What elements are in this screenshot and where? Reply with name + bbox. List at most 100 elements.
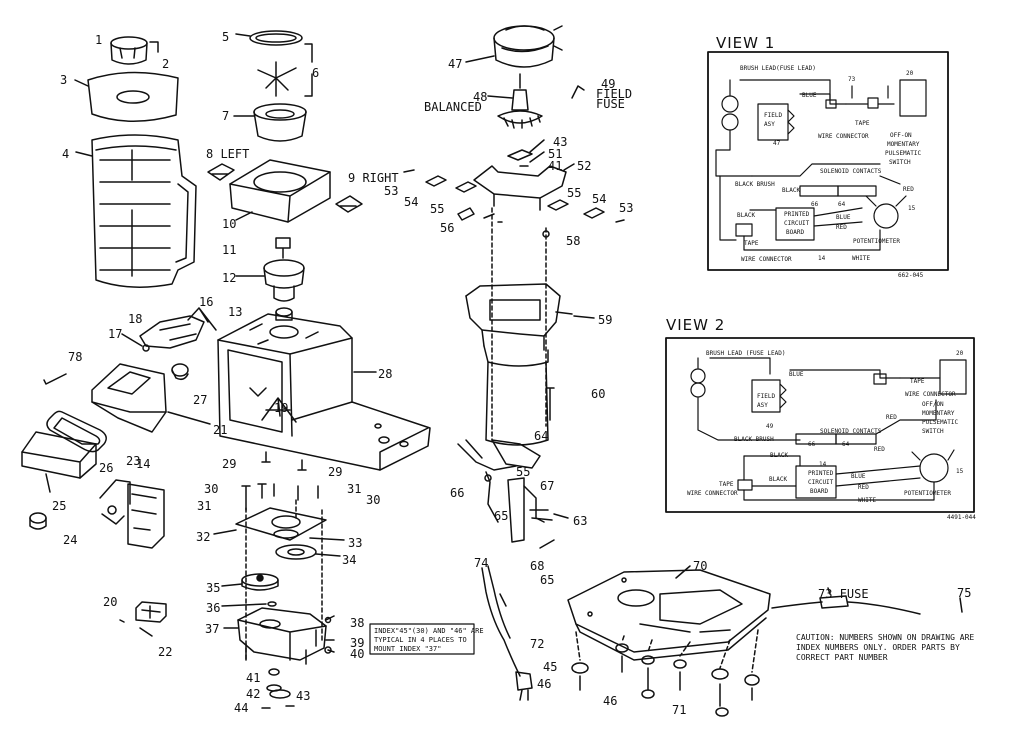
part-14-pcb — [99, 479, 165, 549]
schematic-label: BOARD — [810, 488, 829, 495]
note-box — [369, 623, 475, 655]
part-75 — [959, 597, 963, 613]
part-68 — [539, 539, 555, 549]
index-label: 68 — [530, 559, 545, 573]
schematic-label: PRINTED — [808, 470, 834, 477]
part-13-coupler — [275, 307, 293, 317]
schematic-label: BLUE — [802, 92, 817, 99]
index-label: 5 — [222, 30, 230, 44]
part-23-gasket — [46, 410, 107, 453]
part-9-clip — [335, 195, 363, 213]
schematic-label: 64 — [838, 201, 846, 208]
index-label: 40 — [350, 647, 365, 661]
schematic-label: RED — [858, 484, 869, 491]
schematic-label: TAPE — [744, 240, 759, 247]
schematic-label: PRINTED — [784, 211, 810, 218]
part-36-washer — [267, 601, 277, 607]
part-17-screw — [142, 344, 150, 352]
index-label: 31 — [347, 482, 362, 496]
index-label: 27 — [193, 393, 208, 407]
index-label: 16 — [199, 295, 214, 309]
leader-32 — [213, 529, 237, 535]
schematic-label: SWITCH — [889, 159, 911, 166]
caution-note: CAUTION: NUMBERS SHOWN ON DRAWING ARE IN… — [796, 633, 975, 662]
index-label: 28 — [378, 367, 393, 381]
schematic-label: WIRE CONNECTOR — [818, 133, 869, 140]
schematic-label: MOMENTARY — [887, 141, 920, 148]
index-label: 47 — [448, 57, 463, 71]
schematic-label: 66 — [808, 441, 816, 448]
part-1-cap — [110, 36, 148, 65]
index-label: 66 — [450, 486, 465, 500]
part-54-left — [425, 175, 447, 187]
index-label: 45 — [543, 660, 558, 674]
index-label: 11 — [222, 243, 237, 257]
index-label: 44 — [234, 701, 249, 715]
schematic-label: POTENTIOMETER — [904, 490, 951, 497]
part-35-gear — [241, 573, 279, 591]
part-70-base-plate — [567, 569, 771, 661]
schematic-label: SOLENOID CONTACTS — [820, 428, 882, 435]
leader-33 — [309, 537, 345, 541]
schematic-label: RED — [874, 446, 885, 453]
schematic-label: BLACK BRUSH — [734, 436, 774, 443]
part-18-switch — [139, 307, 217, 349]
index-label: 4 — [62, 147, 70, 161]
index-label: 29 — [328, 465, 343, 479]
schematic-label: BLUE — [851, 473, 866, 480]
index-label: 54 — [592, 192, 607, 206]
schematic-label: BOARD — [786, 229, 805, 236]
part-4-jar — [91, 134, 197, 288]
part-54-right — [583, 207, 605, 219]
index-label: 74 — [474, 556, 489, 570]
schematic-label: BLACK — [769, 476, 788, 483]
index-label: 46 — [603, 694, 618, 708]
schematic-label: BLACK — [737, 212, 756, 219]
index-label: 26 — [99, 461, 114, 475]
view1-title: VIEW 1 — [716, 34, 776, 52]
part-56 — [457, 207, 475, 221]
schematic-label: WIRE CONNECTOR — [741, 256, 792, 263]
part-53-left — [403, 169, 415, 173]
part-32-plate — [235, 507, 327, 541]
index-label: 9 RIGHT — [348, 171, 399, 185]
part-11-nut — [275, 237, 291, 259]
schematic-label: MOMENTARY — [922, 410, 955, 417]
index-label: 56 — [440, 221, 455, 235]
part-30-31-screws — [241, 483, 319, 511]
schematic-label: OFF/ON — [922, 401, 944, 408]
index-label: 30 — [204, 482, 219, 496]
schematic-label: 15 — [908, 205, 916, 212]
schematic-label: 64 — [842, 441, 850, 448]
part-22-screw — [139, 627, 153, 637]
index-label: 52 — [577, 159, 592, 173]
index-label: 43 — [296, 689, 311, 703]
index-label: 58 — [566, 234, 581, 248]
part-60-screw — [545, 387, 555, 421]
index-label: 35 — [206, 581, 221, 595]
index-label: 20 — [103, 595, 118, 609]
schematic-label: POTENTIOMETER — [853, 238, 900, 245]
index-label: 33 — [348, 536, 363, 550]
part-73-fuse — [771, 587, 921, 615]
index-label: 36 — [206, 601, 221, 615]
index-label: 70 — [693, 559, 708, 573]
schematic-label: CIRCUIT — [784, 220, 810, 227]
schematic-label: WIRE CONNECTOR — [687, 490, 738, 497]
index-label: 10 — [222, 217, 237, 231]
index-label: 24 — [63, 533, 78, 547]
part-27-knob — [171, 363, 189, 381]
index-label: 55 — [567, 186, 582, 200]
leader-2 — [149, 41, 159, 53]
index-label: 17 — [108, 327, 123, 341]
index-label: 7 — [222, 109, 230, 123]
index-label: FIELD — [596, 87, 633, 101]
schematic-label: WHITE — [858, 497, 877, 504]
index-label: 19 — [274, 401, 289, 415]
part-48-armature — [497, 73, 543, 129]
index-label: 38 — [350, 616, 365, 630]
part-29b-screw — [297, 459, 307, 471]
part-21-housing — [91, 363, 167, 433]
index-label: 67 — [540, 479, 555, 493]
index-label: 31 — [197, 499, 212, 513]
